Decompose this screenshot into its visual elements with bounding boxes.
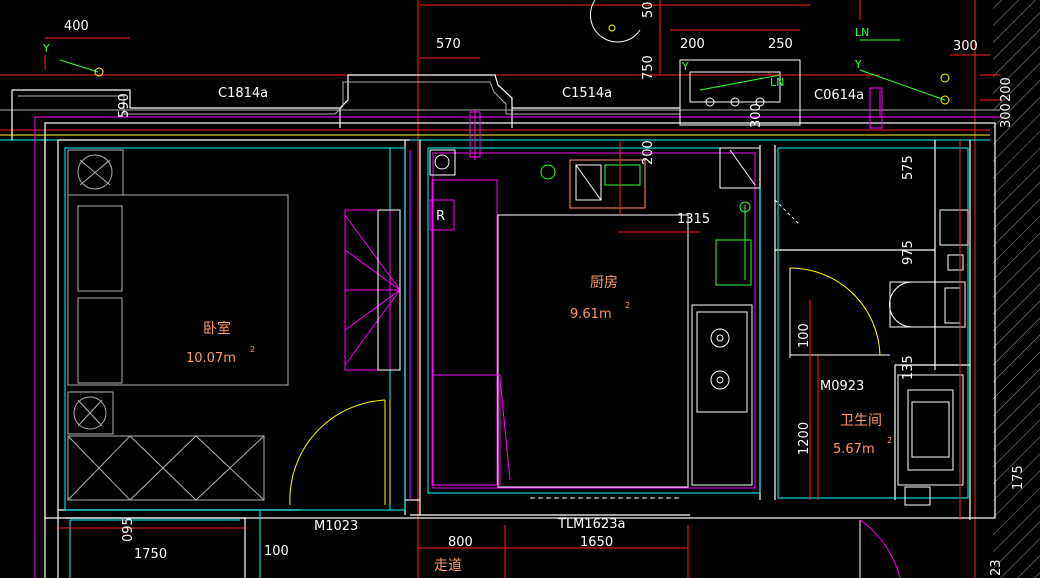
fridge-label: R [436,209,445,224]
dim-300-top: 300 [953,39,978,54]
dim-800: 800 [448,535,473,550]
dim-590: 590 [117,93,132,118]
bedroom-name: 卧室 [203,320,231,337]
dim-1750: 1750 [134,547,167,562]
window-label-c1514: C1514a [562,86,612,101]
dim-570: 570 [436,37,461,52]
door-label-m0923: M0923 [820,379,864,394]
dimension-lines [58,0,1000,578]
door-label-m1023: M1023 [314,519,358,534]
bathroom-fixtures [774,199,969,506]
dim-250: 250 [768,37,793,52]
dim-50: 50 [641,1,656,18]
dim-400: 400 [64,19,89,34]
kitchen-area-sup: 2 [625,301,630,310]
dim-1315: 1315 [677,212,710,227]
bedroom-door [289,399,391,506]
dim-300-right: 300 [999,103,1014,128]
bedroom-area: 10.07m [186,351,236,366]
fixture-label-ln-2: LN [770,76,784,89]
dim-200-kitchen: 200 [641,140,656,165]
bathroom-name: 卫生间 [840,413,882,429]
fixture-label-y1: Y [42,42,50,55]
fixture-label-y3: Y [854,58,862,71]
top-fixtures [44,0,950,160]
kitchen-name: 厨房 [590,275,618,291]
window-label-c0614: C0614a [814,88,864,103]
window-profile [11,74,680,140]
dim-135: 135 [901,355,916,380]
dim-1200: 1200 [797,422,812,455]
kitchen-area: 9.61m [570,307,612,322]
bedroom-furniture [67,149,401,501]
dim-300-mid: 300 [749,103,764,128]
kitchen-furniture [429,140,761,499]
dim-100-left: 100 [264,544,289,559]
hatched-wall-right [993,0,1040,578]
dim-100-bath: 100 [797,323,812,348]
door-label-tlm1623: TLM1623a [557,517,625,532]
magenta-lines [34,90,1000,578]
dim-1650: 1650 [580,535,613,550]
dim-200-top: 200 [680,37,705,52]
window-label-c1814: C1814a [218,86,268,101]
window-profile-2 [18,81,680,115]
dim-750: 750 [641,55,656,80]
dim-975: 975 [901,240,916,265]
dim-23: 23 [989,559,1004,576]
bedroom-area-sup: 2 [250,345,255,354]
fixture-label-ln: LN [855,26,869,39]
bathroom-area: 5.67m [833,442,875,457]
fixture-label-y2: Y [681,60,689,73]
bathroom-area-sup: 2 [887,436,892,445]
dim-575: 575 [901,155,916,180]
dim-200-right: 200 [999,77,1014,102]
dim-095: 095 [121,517,136,542]
corridor-label: 走道 [434,558,462,574]
dim-175: 175 [1011,465,1026,490]
